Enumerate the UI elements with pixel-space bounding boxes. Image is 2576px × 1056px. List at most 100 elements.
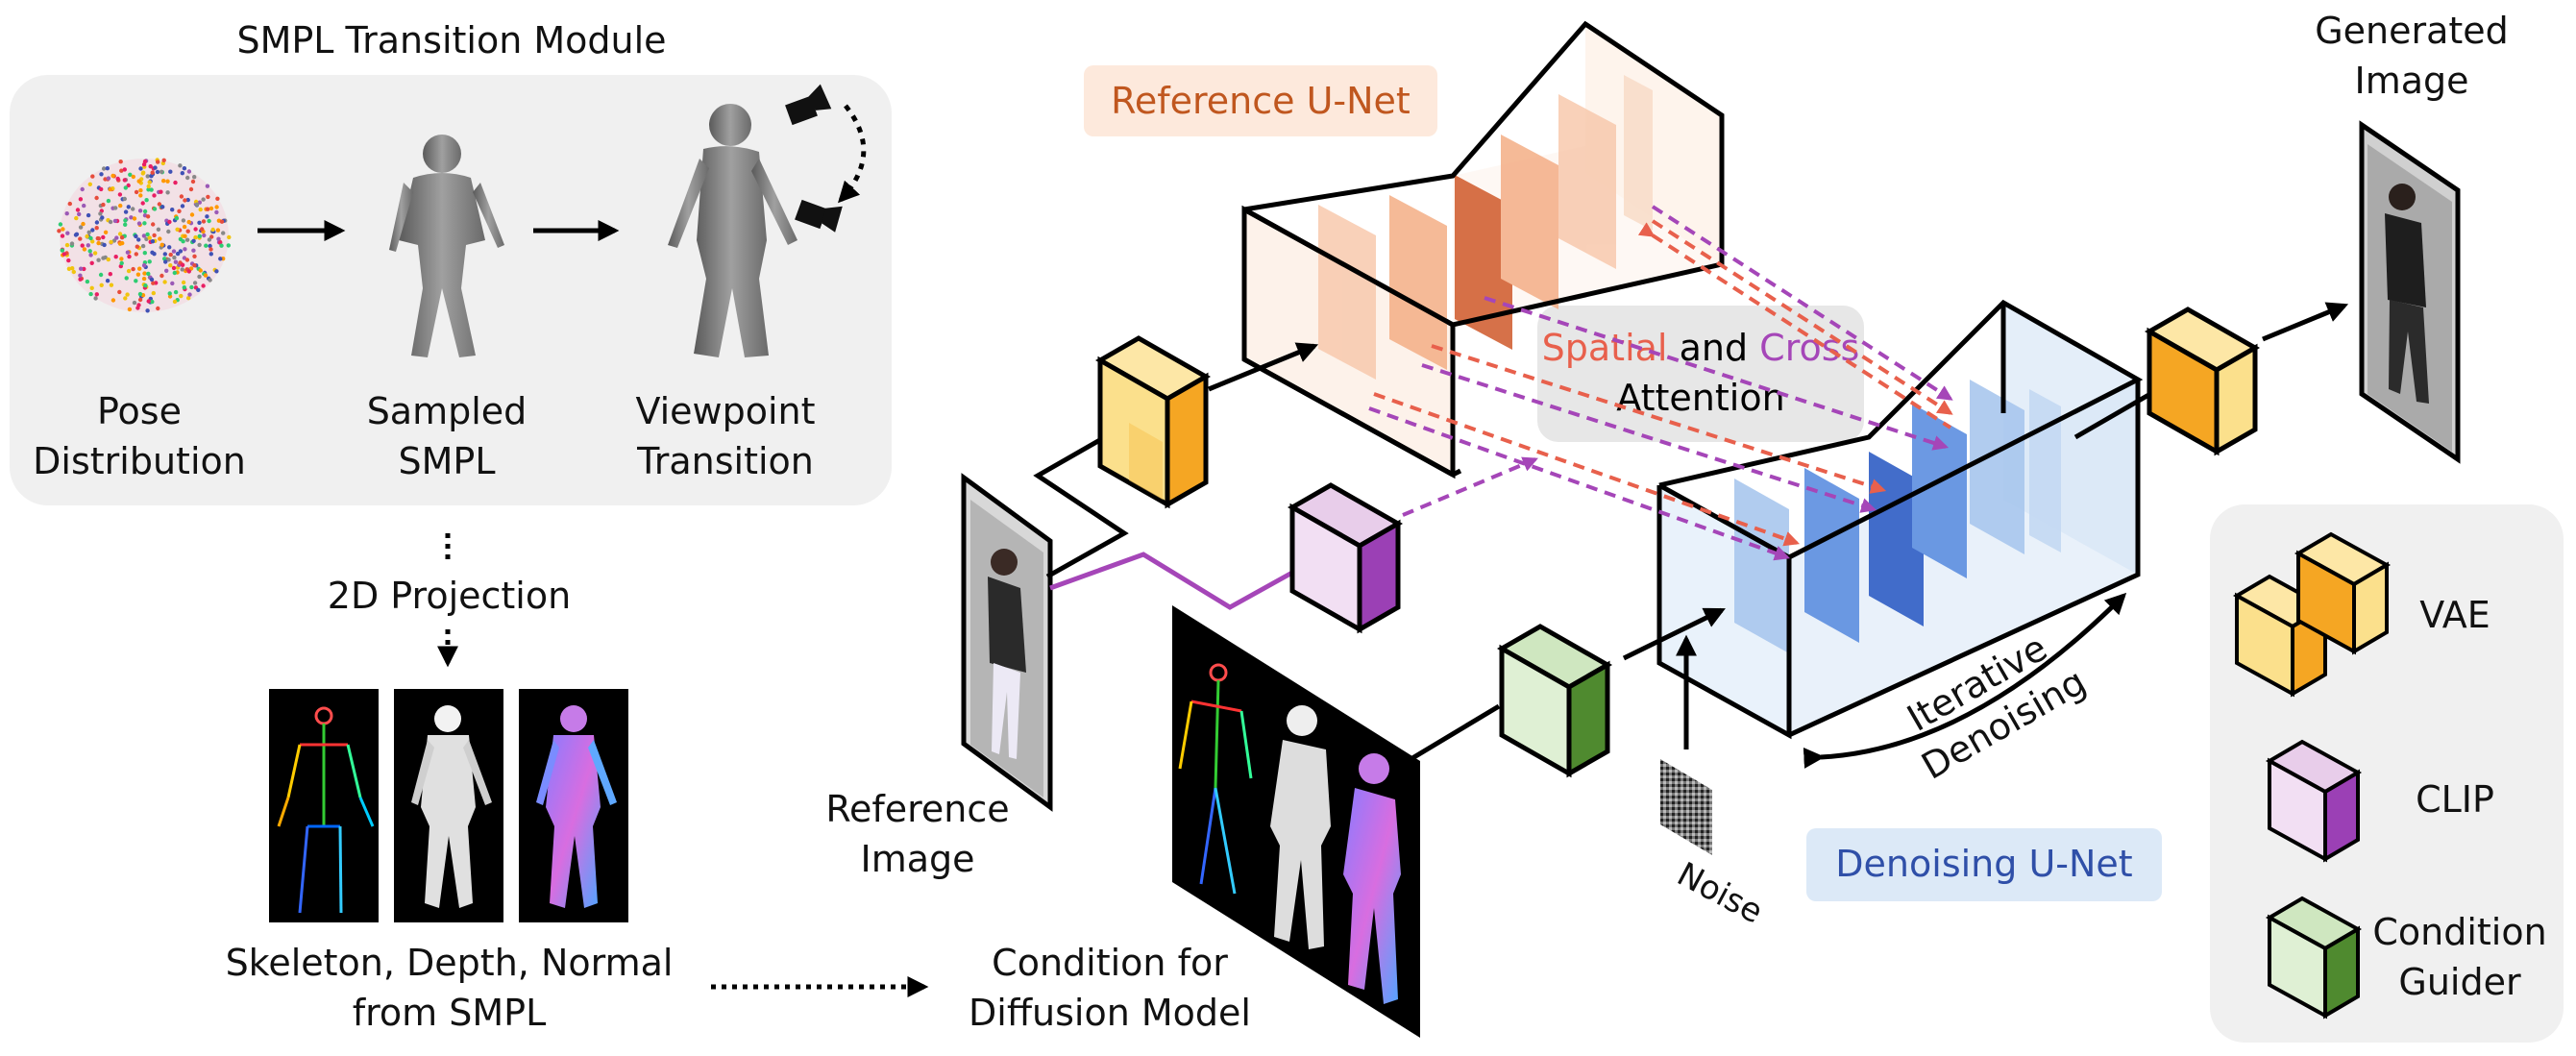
scatter-dot (136, 221, 142, 226)
scatter-dot (202, 233, 207, 238)
scatter-dot (162, 252, 167, 257)
noise-patch (1660, 759, 1712, 855)
projection-label: 2D Projection (327, 575, 572, 617)
clip-icon (2265, 739, 2363, 863)
scatter-dot (215, 196, 220, 201)
scatter-dot (124, 276, 129, 281)
scatter-dot (78, 197, 84, 202)
legend-vae-label: VAE (2419, 594, 2490, 636)
scatter-dot (100, 215, 105, 220)
scatter-dot (137, 209, 143, 213)
scatter-dot (126, 268, 132, 274)
scatter-dot (168, 252, 173, 258)
scatter-dot (123, 218, 128, 223)
scatter-dot (206, 207, 210, 211)
scatter-dot (219, 243, 224, 248)
vae-decoder-cube (2144, 307, 2261, 456)
scatter-dot (134, 189, 139, 195)
scatter-dot (175, 227, 180, 232)
scatter-dot (60, 233, 65, 238)
scatter-dot (178, 249, 184, 254)
scatter-dot (134, 279, 138, 283)
vae-encoder-cube (1094, 335, 1212, 509)
legend-clip-label: CLIP (2416, 778, 2494, 821)
scatter-dot (103, 177, 108, 182)
scatter-dot (221, 231, 226, 235)
scatter-dot (219, 219, 225, 224)
scatter-dot (226, 243, 231, 248)
scatter-dot (151, 290, 156, 296)
scatter-dot (90, 174, 95, 179)
scatter-dot (132, 216, 137, 221)
scatter-dot (96, 240, 101, 246)
scatter-dot (94, 195, 99, 201)
scatter-dot (164, 268, 169, 273)
scatter-dot (82, 247, 87, 252)
scatter-dot (157, 202, 162, 207)
scatter-dot (146, 271, 151, 277)
scatter-dot (144, 198, 149, 203)
normal-map (519, 689, 628, 922)
scatter-dot (183, 247, 187, 252)
scatter-dot (187, 292, 192, 297)
scatter-dot (86, 243, 91, 248)
scatter-dot (142, 271, 147, 276)
scatter-dot (192, 281, 198, 285)
scatter-dot (135, 244, 139, 249)
scatter-dot (179, 293, 184, 299)
scatter-dot (181, 218, 186, 223)
scatter-dot (201, 283, 206, 288)
scatter-dot (177, 209, 182, 213)
scatter-dot (81, 221, 86, 227)
scatter-dot (191, 238, 196, 243)
scatter-dot (105, 166, 110, 171)
scatter-dot (77, 211, 82, 217)
scatter-dot (109, 239, 113, 245)
scatter-dot (122, 167, 127, 172)
scatter-dot (140, 201, 145, 206)
scatter-dot (109, 282, 114, 287)
scatter-dot (167, 219, 172, 225)
scatter-dot (94, 226, 99, 231)
scatter-dot (65, 231, 70, 235)
scatter-dot (209, 234, 214, 239)
scatter-dot (152, 233, 157, 238)
scatter-dot (208, 243, 212, 249)
scatter-dot (110, 298, 116, 303)
scatter-dot (66, 266, 72, 271)
attention-arrows (1368, 205, 1953, 561)
noise-label: Noise (1671, 855, 1769, 932)
scatter-dot (159, 169, 164, 174)
scatter-dot (188, 186, 194, 192)
scatter-dot (120, 240, 125, 246)
scatter-dot (57, 229, 61, 233)
scatter-dot (142, 251, 147, 256)
scatter-dot (201, 219, 207, 224)
scatter-dot (159, 189, 163, 194)
scatter-dot (99, 282, 104, 287)
scatter-dot (182, 166, 187, 171)
scatter-dot (203, 273, 209, 278)
scatter-dot (172, 255, 177, 260)
scatter-dot (119, 257, 124, 261)
scatter-dot (191, 248, 196, 253)
sampled-smpl-figure (389, 135, 504, 357)
scatter-dot (145, 214, 151, 219)
scatter-dot (146, 184, 151, 189)
scatter-dot (205, 184, 210, 188)
scatter-dot (101, 234, 106, 240)
scatter-dot (156, 227, 161, 232)
scatter-dot (151, 222, 156, 227)
scatter-dot (94, 292, 100, 297)
denoising-unet-label: Denoising U-Net (1806, 828, 2162, 901)
scatter-dot (86, 230, 91, 234)
scatter-dot (159, 242, 164, 247)
scatter-dot (210, 227, 215, 233)
scatter-dot (135, 306, 140, 310)
scatter-dot (134, 233, 138, 239)
scatter-dot (185, 175, 190, 181)
